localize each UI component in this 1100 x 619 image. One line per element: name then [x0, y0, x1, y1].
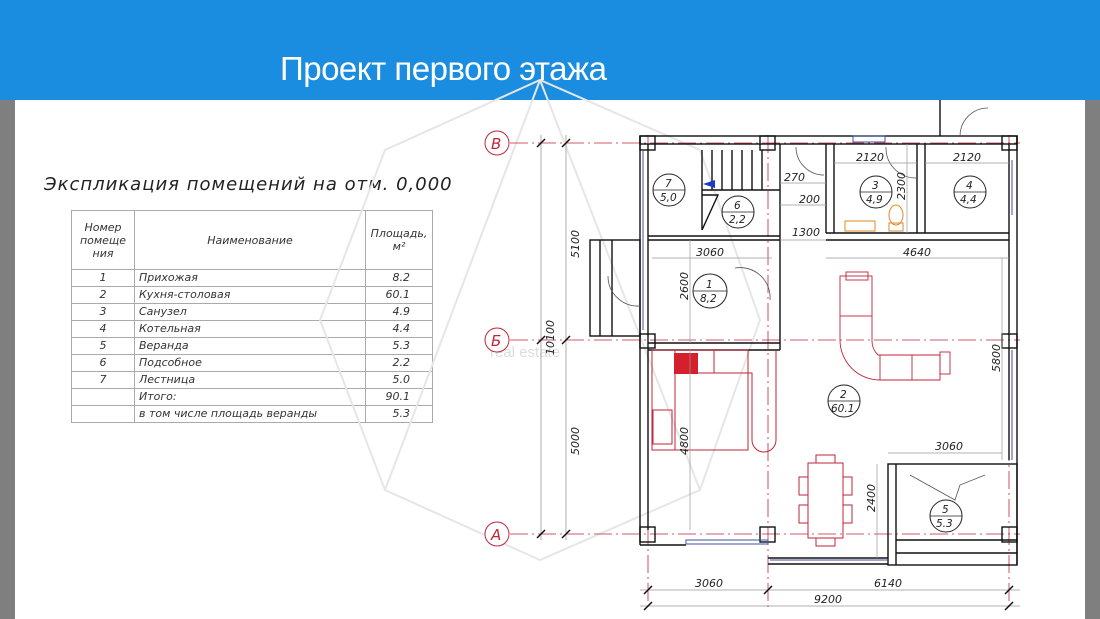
dim-upper-height: 5100 — [569, 230, 582, 258]
watermark — [318, 78, 762, 562]
dimension-ticks — [536, 138, 571, 539]
left-frame — [0, 100, 15, 619]
dining-table-icon — [798, 454, 853, 547]
right-frame — [1085, 100, 1100, 619]
room-name: Котельная — [134, 320, 366, 338]
axis-marker-b: Б — [484, 327, 510, 353]
windows — [642, 135, 1013, 561]
sofa-icon — [839, 271, 951, 381]
svg-text:4,9: 4,9 — [866, 194, 883, 206]
stove-icon — [674, 353, 698, 374]
dim-veranda-top: 3060 — [935, 440, 963, 453]
stair-arrow-icon — [703, 180, 715, 188]
room-marker-2: 2 60.1 — [827, 384, 861, 418]
dim-veranda-height: 2400 — [865, 484, 878, 512]
svg-text:2: 2 — [840, 389, 847, 401]
column-header-area: Площадь, м² — [365, 210, 433, 270]
dim-hall-height: 2600 — [678, 272, 691, 300]
svg-text:3: 3 — [872, 180, 879, 192]
room-marker-7: 7 5,0 — [652, 173, 686, 207]
watermark-text: real estate — [490, 344, 560, 361]
dim-kitchen-height: 4800 — [678, 427, 691, 455]
left-dimensions — [540, 135, 567, 540]
bathroom-fixtures — [844, 204, 904, 232]
room-marker-5: 5 5.3 — [929, 499, 963, 533]
axis-label-top: В — [491, 135, 501, 153]
page-title: Проект первого этажа — [280, 50, 607, 87]
dim-bottom-right: 6140 — [874, 577, 902, 590]
svg-text:2,2: 2,2 — [729, 214, 746, 226]
table-header-row: Номер помеще ния Наименование Площадь, м… — [71, 210, 433, 270]
dim-total-width: 9200 — [814, 593, 842, 606]
svg-text:6: 6 — [734, 200, 741, 212]
dim-living-width: 4640 — [903, 246, 931, 259]
room-area: 90.1 — [365, 388, 433, 406]
svg-text:4,4: 4,4 — [960, 194, 977, 206]
axis-label-middle: Б — [491, 332, 501, 350]
dim-1300: 1300 — [792, 226, 820, 239]
svg-text:60.1: 60.1 — [831, 403, 854, 415]
dim-bath-height: 2300 — [895, 172, 908, 200]
svg-text:5: 5 — [942, 504, 949, 516]
svg-text:1: 1 — [706, 279, 713, 291]
interior-dimension-lines — [640, 144, 1020, 607]
svg-text:5.3: 5.3 — [936, 518, 953, 530]
dim-bottom-left: 3060 — [695, 577, 723, 590]
room-marker-4: 4 4,4 — [953, 175, 987, 209]
kitchen-furniture — [651, 349, 777, 453]
bottom-dimension-ticks — [643, 585, 1014, 611]
doors — [607, 107, 989, 501]
axis-marker-v: В — [484, 130, 510, 156]
dim-200: 200 — [799, 193, 820, 206]
svg-text:7: 7 — [665, 178, 672, 190]
room-marker-3: 3 4,9 — [859, 175, 893, 209]
dim-lower-height: 5000 — [569, 427, 582, 455]
dim-living-height: 5800 — [990, 344, 1003, 372]
svg-text:8,2: 8,2 — [700, 293, 717, 305]
svg-text:4: 4 — [966, 180, 973, 192]
walls — [589, 100, 1018, 566]
explication-title: Экспликация помещений на отм. 0,000 — [44, 174, 453, 195]
dim-hall-width: 3060 — [696, 246, 724, 259]
dim-bath-width: 2120 — [856, 151, 884, 164]
column-header-number: Номер помеще ния — [71, 210, 135, 270]
column-header-name: Наименование — [134, 210, 366, 270]
dim-270: 270 — [784, 171, 805, 184]
dim-boiler-width: 2120 — [953, 151, 981, 164]
axis-label-bottom: А — [490, 526, 501, 544]
dim-total-height: 10100 — [544, 320, 557, 355]
room-marker-6: 6 2,2 — [721, 195, 755, 229]
room-area: 4.4 — [365, 320, 433, 338]
axis-marker-a: А — [484, 521, 510, 547]
svg-text:5,0: 5,0 — [660, 192, 677, 204]
explication-table: Номер помеще ния Наименование Площадь, м… — [71, 210, 433, 423]
room-marker-1: 1 8,2 — [692, 273, 728, 309]
